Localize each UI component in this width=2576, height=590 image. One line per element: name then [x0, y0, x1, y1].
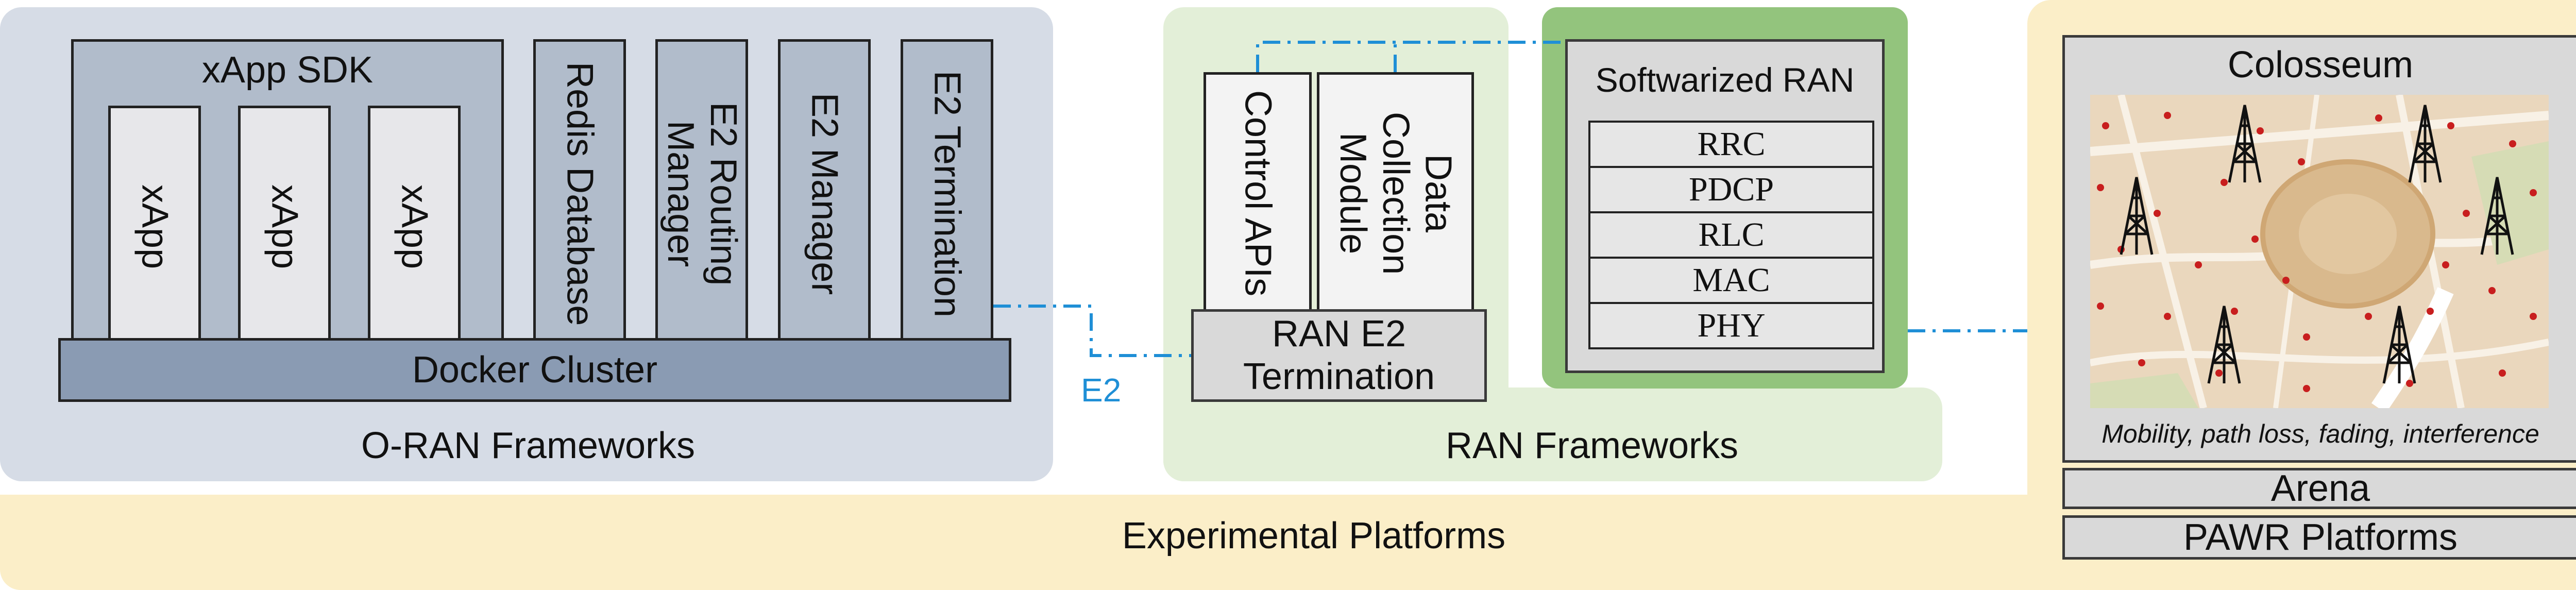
- e2-manager-box: E2 Manager: [778, 39, 871, 348]
- softwarized-ran-title: Softwarized RAN: [1595, 61, 1855, 99]
- colosseum-caption: Mobility, path loss, fading, interferenc…: [2102, 419, 2539, 448]
- xapp-sdk-title: xApp SDK: [201, 49, 374, 91]
- phy-layer: PHY: [1588, 302, 1874, 349]
- arena-box: Arena: [2062, 468, 2576, 509]
- pdcp-layer: PDCP: [1588, 166, 1874, 213]
- pawr-platforms-box: PAWR Platforms: [2062, 515, 2576, 560]
- mac-layer: MAC: [1588, 257, 1874, 304]
- xapp-box: xApp: [238, 106, 331, 348]
- ran-frameworks-panel-base: [1163, 387, 1942, 481]
- control-apis-box: Control APIs: [1204, 72, 1312, 314]
- colosseum-map: [2090, 95, 2549, 408]
- xapp-box: xApp: [108, 106, 201, 348]
- oran-frameworks-title: O-RAN Frameworks: [361, 425, 696, 466]
- xapp-box: xApp: [368, 106, 461, 348]
- data-collection-module-box: Data Collection Module: [1317, 72, 1474, 314]
- colosseum-title: Colosseum: [2227, 44, 2414, 86]
- ran-frameworks-title: RAN Frameworks: [1445, 425, 1739, 466]
- experimental-platforms-title: Experimental Platforms: [1122, 515, 1506, 557]
- e2-label: E2: [1081, 372, 1122, 409]
- rlc-layer: RLC: [1588, 211, 1874, 259]
- e2-termination-box: E2 Termination: [901, 39, 993, 348]
- rrc-layer: RRC: [1588, 121, 1874, 168]
- docker-cluster-box: Docker Cluster: [58, 338, 1011, 402]
- redis-database-box: Redis Database: [533, 39, 626, 348]
- ran-e2-termination-box: RAN E2 Termination: [1191, 309, 1487, 402]
- e2-routing-manager-box: E2 Routing Manager: [655, 39, 748, 348]
